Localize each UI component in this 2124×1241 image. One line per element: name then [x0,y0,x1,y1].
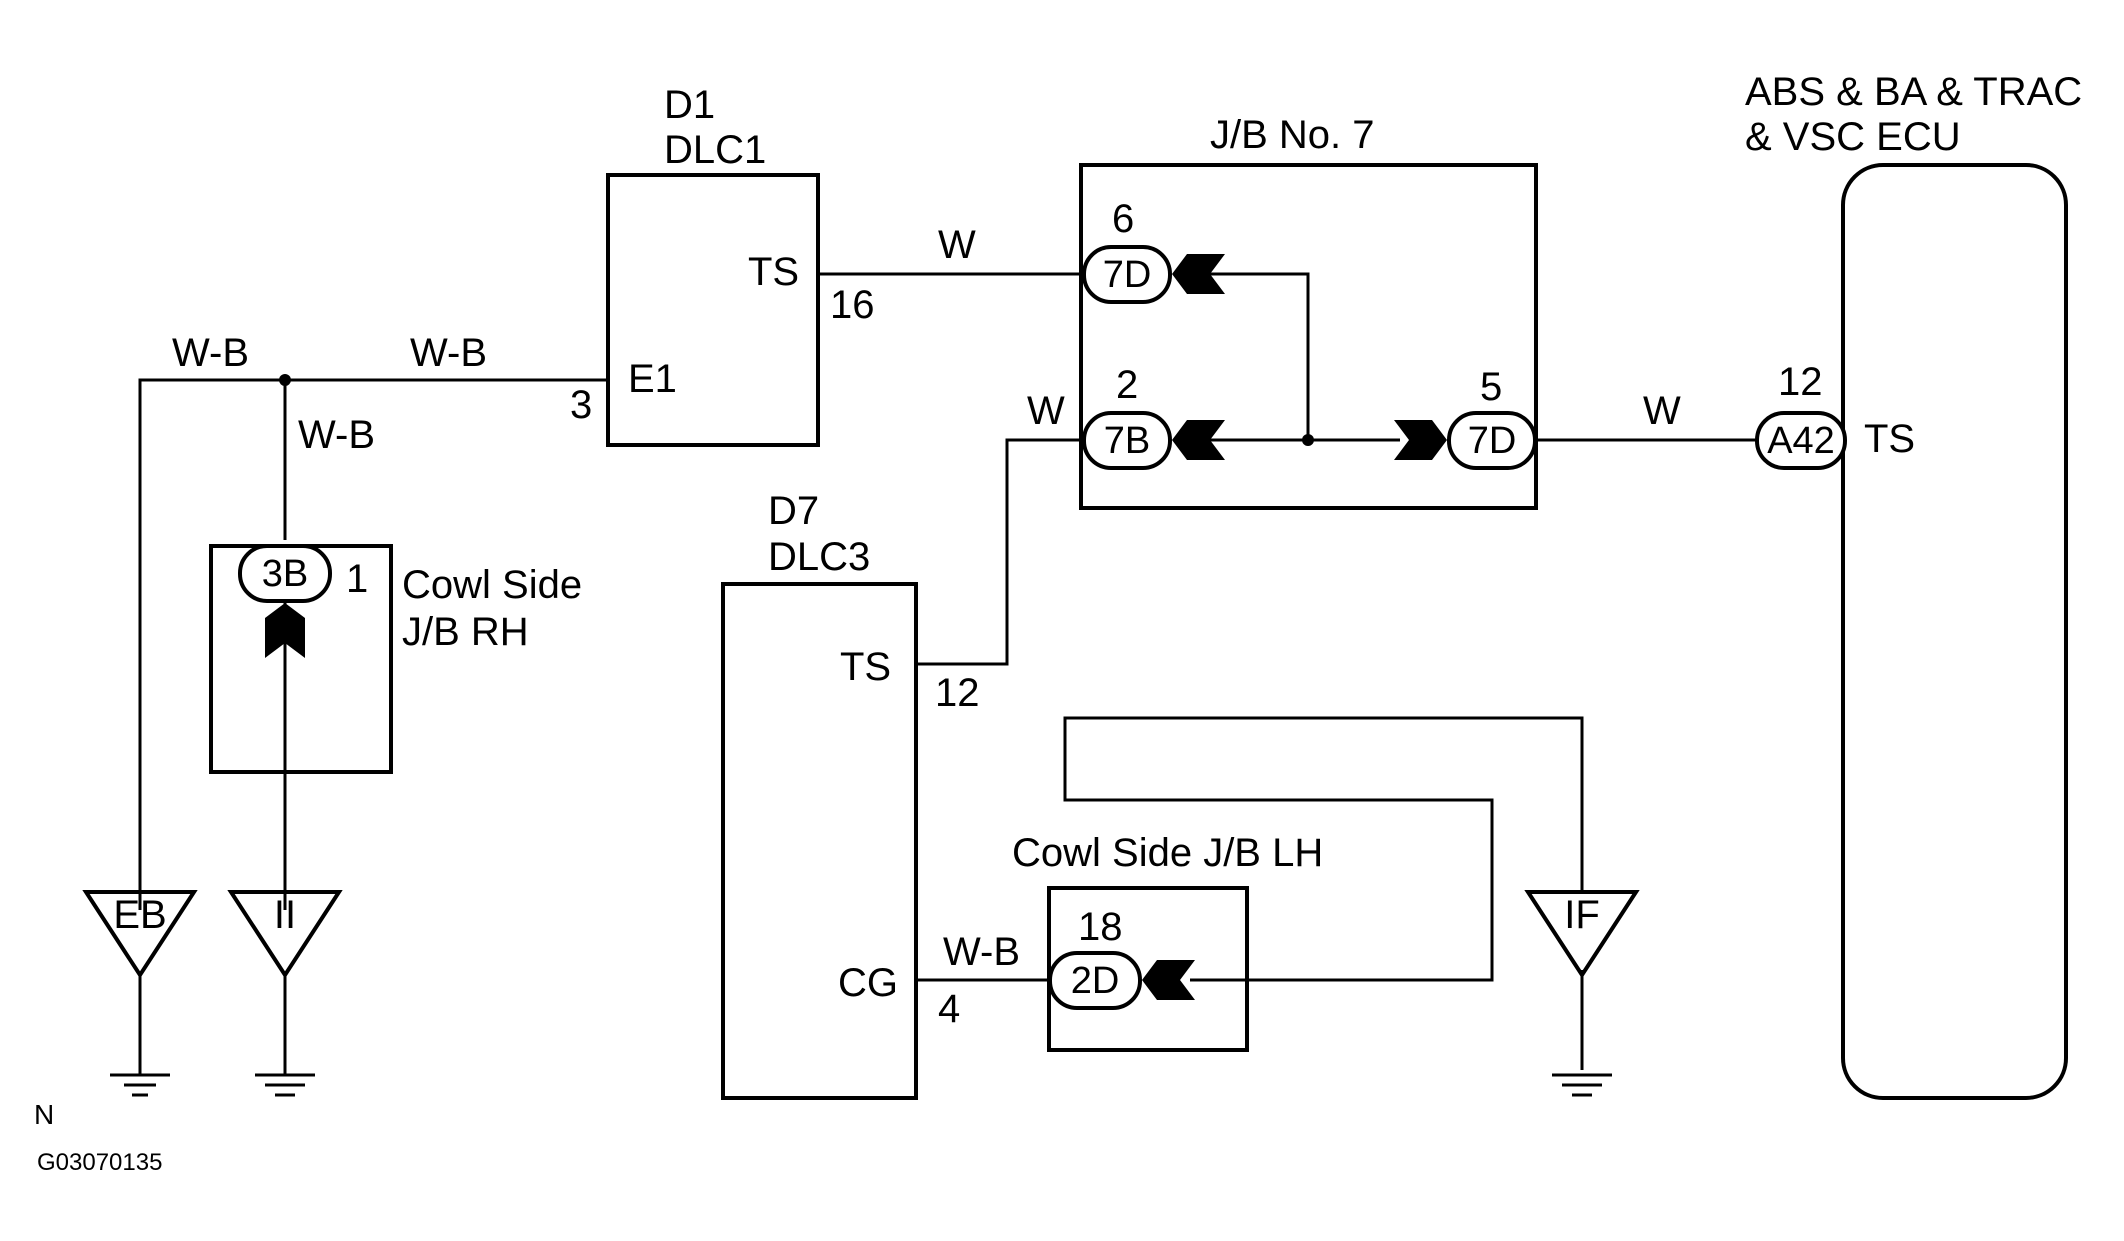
ground-ii [227,890,343,1097]
wires [138,272,1757,1070]
connectors: 7D 7B 7D A42 3B 2D [238,245,1847,1010]
arrows [265,254,1447,1000]
arrow-7d-right [1394,420,1447,460]
footer-letter: N [34,1099,54,1130]
cowl-rh-pin-1: 1 [346,557,368,601]
splice-point-jb7 [1302,434,1314,446]
ground-eb-label: EB [113,893,166,937]
cowl-lh-pin-18: 18 [1078,905,1123,949]
connector-3b [238,544,332,603]
arrow-7d-top [1172,254,1225,294]
ground-eb [82,890,198,1097]
abs-ecu-title-line2: & VSC ECU [1745,115,1961,159]
connector-7d-right [1447,411,1537,470]
connector-2d-label: 2D [1071,960,1120,1002]
dlc1-pin-ts: TS [748,250,799,294]
connector-2d [1048,951,1142,1010]
connector-7b [1082,411,1172,470]
wire-if-loop [1063,716,1584,982]
footer-code: G03070135 [37,1149,162,1176]
wire-w-dlc3 [917,438,1085,666]
connector-7d-top-label: 7D [1103,254,1152,296]
connector-7d-top [1082,245,1172,304]
dlc1-box [606,173,820,447]
jb7-title: J/B No. 7 [1210,113,1375,157]
connector-a42 [1755,411,1847,470]
dlc1-pin-ts-no: 16 [830,283,875,327]
ground-ii-label: II [274,893,296,937]
wire-jb7-internal-top [1210,272,1310,440]
abs-ecu-box [1841,163,2068,1100]
arrow-3b [265,603,305,658]
dlc1-pin-e1: E1 [628,357,677,401]
cowl-rh-title-line2: J/B RH [402,610,529,654]
splice-point-wb [279,374,291,386]
wire-label-wb-left: W-B [172,331,249,375]
arrow-7b [1172,420,1225,460]
dlc3-name: DLC3 [768,535,870,579]
wire-label-w-dlc3: W [1027,389,1065,433]
wire-wb-to-eb [138,378,285,910]
jb7-pin-5: 5 [1480,365,1502,409]
connector-7b-label: 7B [1104,420,1150,462]
jb7-pin-6: 6 [1112,197,1134,241]
dlc1-name: DLC1 [664,128,766,172]
connector-3b-label: 3B [262,553,308,595]
abs-ecu-pin-12: 12 [1778,360,1823,404]
cowl-rh-title-line1: Cowl Side [402,563,582,607]
dlc1-pin-e1-no: 3 [570,383,592,427]
wire-label-wb-top: W-B [410,331,487,375]
dlc1-ref: D1 [664,83,715,127]
dlc3-pin-ts: TS [840,645,891,689]
wire-label-wb-cg: W-B [943,930,1020,974]
dlc3-pin-cg: CG [838,961,898,1005]
connector-a42-label: A42 [1767,420,1835,462]
dlc3-pin-ts-no: 12 [935,671,980,715]
ground-if-label: IF [1564,893,1600,937]
arrow-2d [1142,960,1195,1000]
cowl-lh-title: Cowl Side J/B LH [1012,831,1323,875]
connector-7d-right-label: 7D [1468,420,1517,462]
abs-ecu-pin-ts: TS [1864,417,1915,461]
jb7-box [1079,163,1538,510]
ground-if [1524,890,1640,1097]
wire-label-wb-vert: W-B [298,413,375,457]
cowl-lh-box [1047,886,1249,1052]
dlc3-pin-cg-no: 4 [938,987,960,1031]
wire-label-w-dlc1: W [938,223,976,267]
wire-label-w-ecu: W [1643,389,1681,433]
jb7-pin-2: 2 [1116,363,1138,407]
dlc3-ref: D7 [768,489,819,533]
abs-ecu-title-line1: ABS & BA & TRAC [1745,70,2082,114]
dlc3-box [721,582,918,1100]
